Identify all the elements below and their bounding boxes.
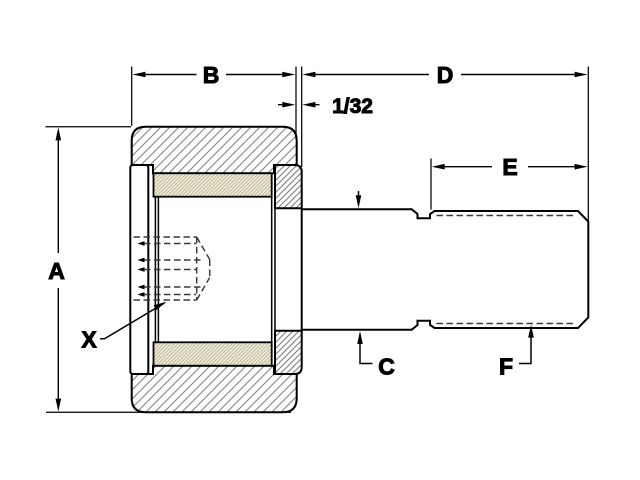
callout-c: C: [355, 191, 395, 380]
callout-f-leader: [519, 337, 532, 365]
hex-line-arrow-4: [137, 284, 145, 290]
callout-f-arrow-up: [528, 324, 534, 338]
hidden-features: [133, 214, 577, 325]
outer-ring-bottom-section: [130, 364, 298, 414]
dimension-e: E: [431, 154, 588, 181]
dim-d-label: D: [437, 62, 454, 88]
dimension-a: A: [48, 127, 65, 412]
needle-rollers-bottom: [152, 341, 273, 367]
hex-line-arrow-1: [137, 241, 145, 246]
dim-x-label: X: [81, 327, 97, 353]
dim-d-arrow-left: [302, 71, 316, 78]
dim-clearance-label: 1/32: [332, 95, 373, 118]
dim-b-label: B: [203, 62, 220, 88]
callout-x-arrowhead: [153, 301, 167, 311]
dimension-d: D: [302, 62, 588, 89]
dim-e-arrow-right: [574, 163, 588, 170]
dim-b-arrow-left: [132, 71, 146, 78]
stud-flange-top: [274, 164, 303, 210]
hex-socket-drill-point: [196, 236, 211, 301]
hex-socket-hidden: [133, 236, 211, 301]
callout-f: F: [498, 324, 534, 380]
hex-line-arrow-3: [137, 267, 145, 272]
callout-x: X: [81, 301, 167, 353]
stud-flange-bottom: [274, 329, 303, 375]
dim-a-arrow-down: [55, 398, 62, 412]
dim-d-arrow-right: [574, 71, 588, 78]
dim-clearance-arrow-left: [282, 101, 296, 108]
dim-a-arrow-up: [55, 127, 62, 141]
dim-b-arrow-right: [282, 71, 296, 78]
dimension-end-clearance: 1/32: [278, 95, 373, 119]
callout-c-leader: [359, 343, 373, 365]
dim-a-label: A: [48, 258, 65, 284]
hex-line-arrow-5: [137, 292, 145, 297]
dim-f-label: F: [499, 354, 513, 380]
hex-line-arrow-2: [137, 257, 145, 263]
callout-x-leader: [100, 302, 165, 340]
needle-rollers-top: [152, 172, 273, 198]
outer-ring-top-section: [130, 125, 298, 175]
dim-e-arrow-left: [431, 163, 445, 170]
extension-lines: [45, 66, 589, 413]
stud-shank-and-thread: [300, 208, 590, 331]
dim-e-label: E: [502, 154, 517, 180]
needle-rollers: [152, 172, 273, 367]
callout-c-arrow-up: [357, 331, 363, 344]
callout-c-arrow-down: [355, 195, 362, 209]
outer-ring: [130, 125, 298, 414]
dim-c-label: C: [378, 354, 395, 380]
drawing-root: A B D 1/32 E: [45, 62, 590, 414]
dimension-b: B: [132, 62, 296, 89]
stud-flanges: [274, 164, 303, 375]
dim-clearance-arrow-right: [302, 101, 316, 108]
